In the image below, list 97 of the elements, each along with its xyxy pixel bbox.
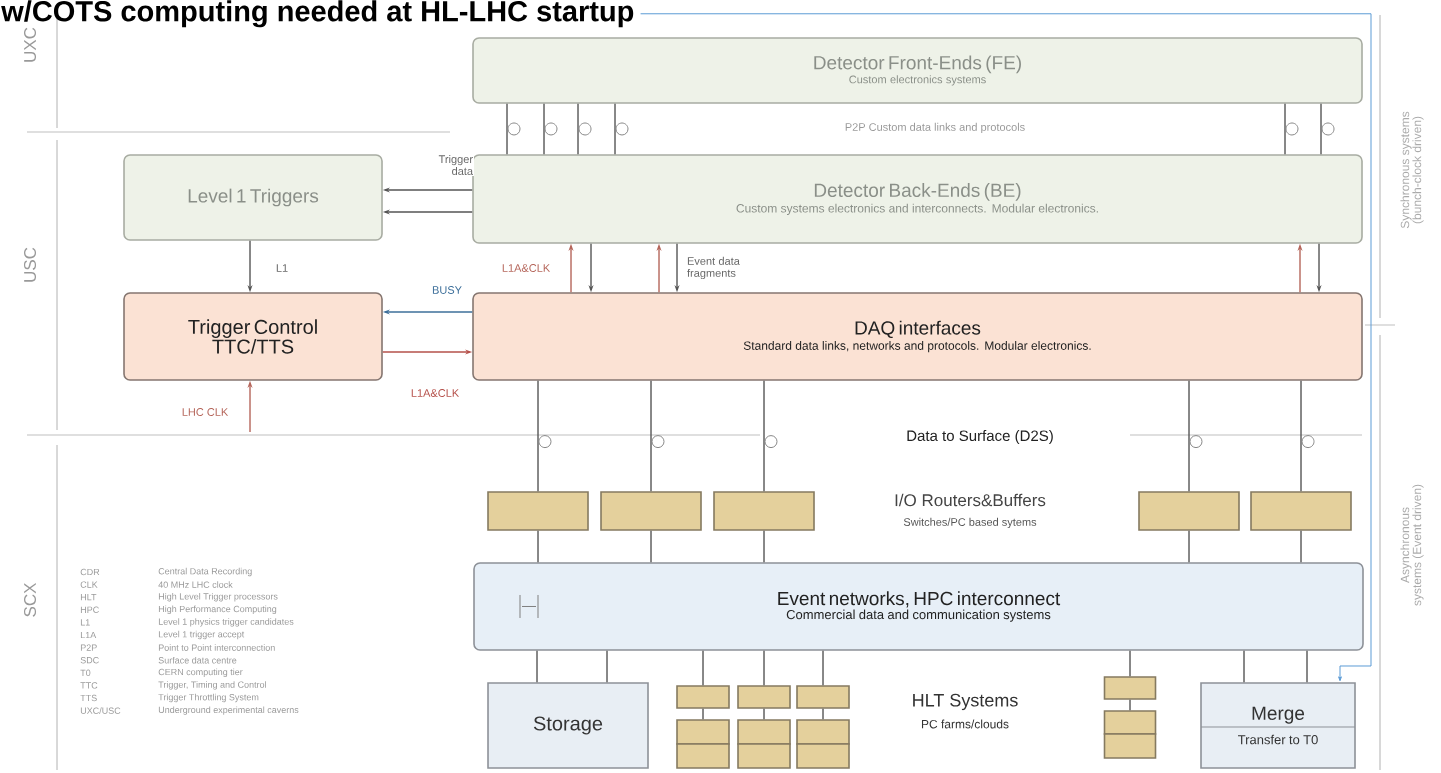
section-sublabel: PC farms/clouds — [922, 719, 1009, 729]
router-box — [1138, 491, 1240, 531]
link-line — [1306, 650, 1308, 683]
abbreviation-meaning: Level 1 physics trigger candidates — [158, 618, 294, 627]
server-box — [737, 685, 791, 709]
link-line — [702, 650, 704, 686]
link-line — [577, 103, 579, 155]
title: w/COTS computing needed at HL-LHC startup — [1, 0, 634, 28]
link-line — [614, 103, 616, 155]
abbreviation: L1 — [80, 619, 90, 626]
abbreviation: TTS — [80, 694, 97, 702]
signal-label: L1A&CLK — [502, 264, 551, 272]
abbreviation-meaning: Central Data Recording — [158, 567, 252, 577]
server-box — [1103, 710, 1157, 735]
link-line — [536, 650, 538, 683]
server-box — [796, 743, 850, 769]
abbreviation: CDR — [80, 568, 100, 576]
server-box — [796, 719, 850, 745]
link-line — [1129, 699, 1131, 711]
link-line — [650, 530, 652, 563]
link-line — [1129, 650, 1131, 677]
link-line — [1188, 380, 1190, 492]
server-box — [676, 685, 730, 709]
zone-label: USC — [24, 247, 37, 282]
link-line — [1300, 530, 1302, 563]
abbreviation: TTC — [80, 682, 98, 689]
link-line — [1188, 530, 1190, 563]
abbreviation: P2P — [80, 644, 97, 651]
link-line — [763, 708, 765, 720]
signal-label: BUSY — [432, 286, 462, 294]
server-box — [737, 719, 791, 745]
link-line — [606, 650, 608, 683]
signal-label: Event data fragments — [687, 256, 740, 280]
server-box — [1103, 733, 1157, 759]
link-line — [537, 380, 539, 492]
trigger-box: Level 1 Triggers — [123, 154, 383, 241]
link-line — [702, 708, 704, 720]
abbreviation: UXC/USC — [80, 707, 121, 714]
link-line — [543, 103, 545, 155]
arrow — [640, 13, 1372, 682]
section-label: Data to Surface (D2S) — [907, 430, 1053, 444]
link-line — [763, 650, 765, 686]
abbreviation-meaning: Trigger, Timing and Control — [158, 681, 266, 690]
link-label: P2P Custom data links and protocols — [845, 122, 1025, 134]
link-line — [650, 380, 652, 492]
link-line — [537, 530, 539, 563]
server-box — [676, 743, 730, 769]
abbreviation-meaning: CERN computing tier — [158, 668, 243, 677]
link-line — [1284, 103, 1286, 155]
network-box: Event networks, HPC interconnect Commercial data and communication systems — [473, 562, 1364, 651]
link-line — [822, 650, 824, 686]
abbreviation-meaning: Underground experimental caverns — [158, 706, 299, 715]
abbreviation-meaning: Point to Point interconnection — [158, 644, 275, 651]
section-label: HLT Systems — [913, 693, 1018, 711]
zone-label: UXC — [24, 27, 37, 62]
abbreviation: T0 — [80, 669, 91, 676]
signal-label: L1A&CLK — [411, 389, 460, 397]
abbreviation-meaning: Surface data centre — [158, 656, 237, 664]
storage-box: Storage — [487, 682, 649, 769]
signal-label: LHC CLK — [182, 408, 229, 416]
link-line — [1300, 380, 1302, 492]
abbreviation: SDC — [80, 657, 99, 664]
side-label: Asynchronous systems (Event driven) — [1400, 484, 1424, 606]
router-box — [600, 491, 702, 531]
front-end-box: Detector Front-Ends (FE) Custom electronics systems — [472, 37, 1363, 104]
link-line — [1243, 650, 1245, 683]
l1-label: L1 — [276, 264, 288, 272]
section-label: I/O Routers&Buffers — [895, 493, 1046, 507]
daq-interfaces-box: DAQ interfaces Standard data links, networks and protocols. Modular electronics. — [472, 292, 1363, 381]
abbreviation-meaning: High Level Trigger processors — [158, 593, 278, 602]
link-line — [1320, 103, 1322, 155]
abbreviation: L1A — [80, 631, 97, 639]
server-box — [1103, 676, 1157, 700]
server-box — [796, 685, 850, 709]
side-label: Synchronous systems (bunch-clock driven) — [1400, 111, 1424, 229]
server-box — [737, 743, 791, 769]
back-end-box: Detector Back-Ends (BE) Custom systems electronics and interconnects. Modular electronics. — [472, 154, 1363, 244]
merge-box: Merge Transfer to T0 — [1200, 682, 1356, 769]
link-line — [763, 380, 765, 492]
section-sublabel: Switches/PC based sytems — [903, 517, 1037, 529]
abbreviation: CLK — [80, 581, 98, 588]
link-line — [822, 708, 824, 720]
router-box — [1250, 491, 1352, 531]
abbreviation-meaning: Trigger Throttling System — [158, 693, 259, 703]
zone-label: SCX — [24, 582, 37, 617]
signal-label: Trigger data — [438, 154, 473, 176]
abbreviation: HLT — [80, 594, 97, 601]
link-line — [506, 103, 508, 155]
abbreviation-meaning: Level 1 trigger accept — [158, 630, 245, 640]
abbreviation: HPC — [80, 606, 99, 613]
trigger-control-box: Trigger Control TTC/TTS — [123, 292, 383, 381]
link-line — [763, 530, 765, 563]
abbreviation-meaning: High Performance Computing — [158, 605, 277, 614]
router-box — [487, 491, 589, 531]
router-box — [713, 491, 815, 531]
server-box — [676, 719, 730, 745]
abbreviation-meaning: 40 MHz LHC clock — [158, 581, 233, 588]
